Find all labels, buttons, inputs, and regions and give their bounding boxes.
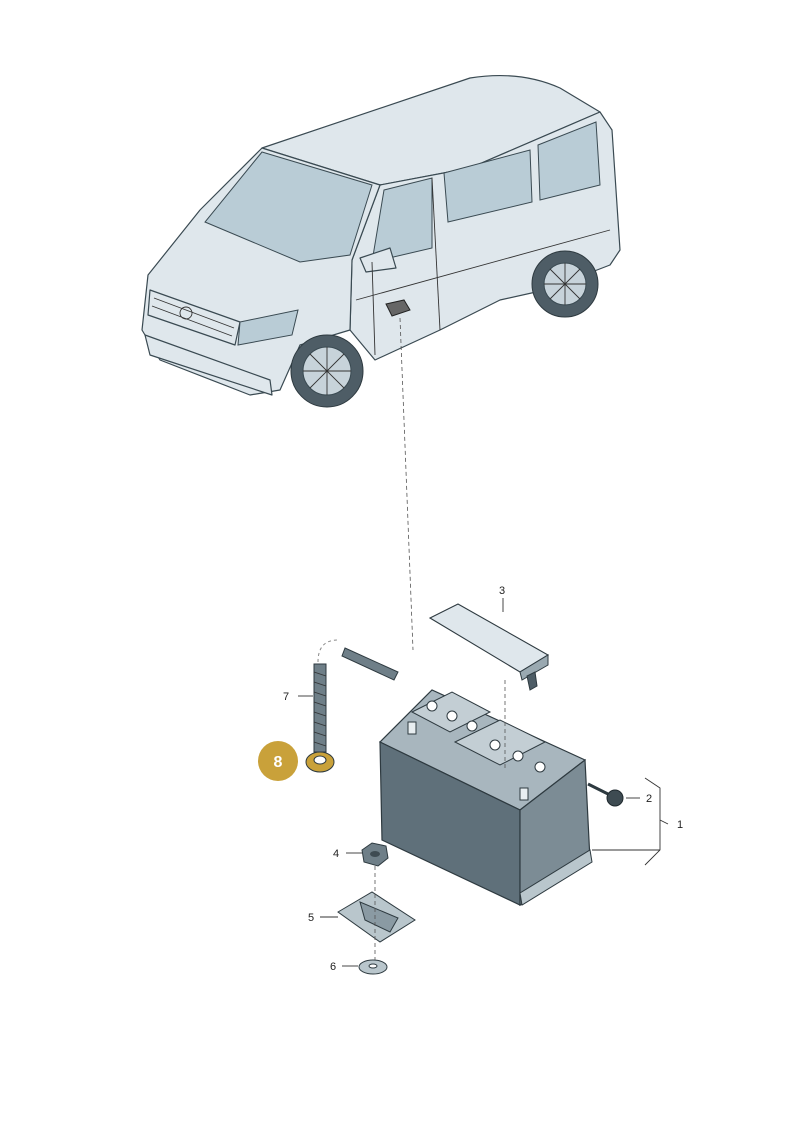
callout-4: 4 (333, 848, 339, 860)
callout-5: 5 (308, 912, 314, 924)
nut-icon (361, 842, 389, 867)
battery-icon (378, 689, 593, 907)
callout-3: 3 (499, 585, 505, 597)
callout-8-badge[interactable]: 8 (258, 741, 298, 781)
badge-circle (258, 741, 298, 781)
callout-8: 8 (274, 754, 283, 771)
callout-2: 2 (646, 793, 652, 805)
van-illustration (141, 74, 621, 408)
bolt-icon (587, 782, 624, 807)
bracket-icon (337, 891, 416, 943)
callout-7: 7 (283, 691, 289, 703)
callout-1: 1 (677, 819, 683, 831)
threaded-stud-icon (313, 639, 399, 753)
flat-washer-icon (358, 959, 388, 975)
washer-icon (305, 751, 335, 773)
location-marker (385, 299, 411, 317)
cover-strip-icon (428, 603, 550, 691)
callout-6: 6 (330, 961, 336, 973)
